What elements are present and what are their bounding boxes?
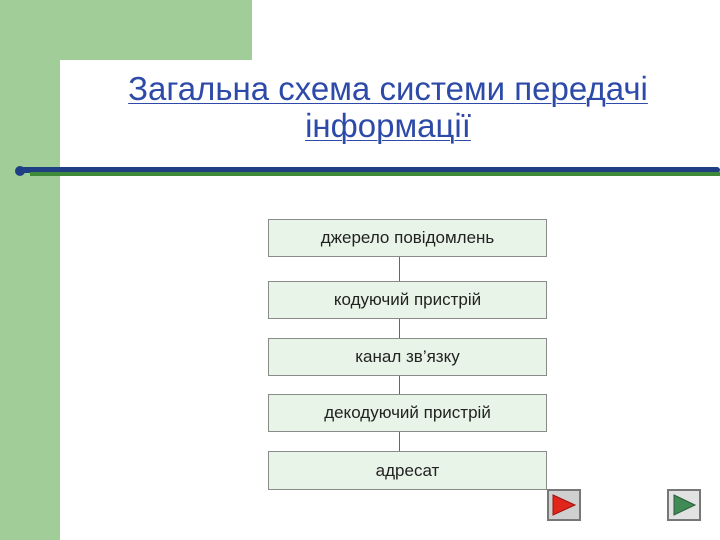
diagram-box-label: декодуючий пристрій xyxy=(324,403,491,422)
decorative-green-sidebar xyxy=(0,0,60,540)
divider-blue xyxy=(18,167,720,173)
decorative-rounded-corner xyxy=(60,60,140,140)
diagram-connector xyxy=(399,257,400,281)
diagram-box-channel: канал зв’язку xyxy=(268,338,547,376)
play-icon xyxy=(673,494,697,516)
diagram-box-label: адресат xyxy=(375,460,440,480)
diagram-box-recipient: адресат xyxy=(268,451,547,490)
slide-title-line-2: інформації xyxy=(305,107,471,144)
diagram-connector xyxy=(399,319,400,338)
diagram-connector xyxy=(399,376,400,394)
diagram-box-label: кодуючий пристрій xyxy=(333,290,482,309)
diagram-box-message-source: джерело повідомлень xyxy=(268,219,547,257)
diagram-box-encoder: кодуючий пристрій xyxy=(268,281,547,319)
slide-title: Загальна схема системи передачі інформац… xyxy=(88,70,688,144)
diagram-box-label: канал зв’язку xyxy=(355,347,460,366)
diagram-box-label: джерело повідомлень xyxy=(320,228,495,247)
slide-title-line-1: Загальна схема системи передачі xyxy=(128,70,648,107)
divider-green xyxy=(30,172,720,176)
red-triangle-icon xyxy=(552,494,577,516)
next-slide-button[interactable] xyxy=(667,489,701,521)
diagram-connector xyxy=(399,432,400,451)
diagram-box-decoder: декодуючий пристрій xyxy=(268,394,547,432)
previous-slide-button[interactable] xyxy=(547,489,581,521)
